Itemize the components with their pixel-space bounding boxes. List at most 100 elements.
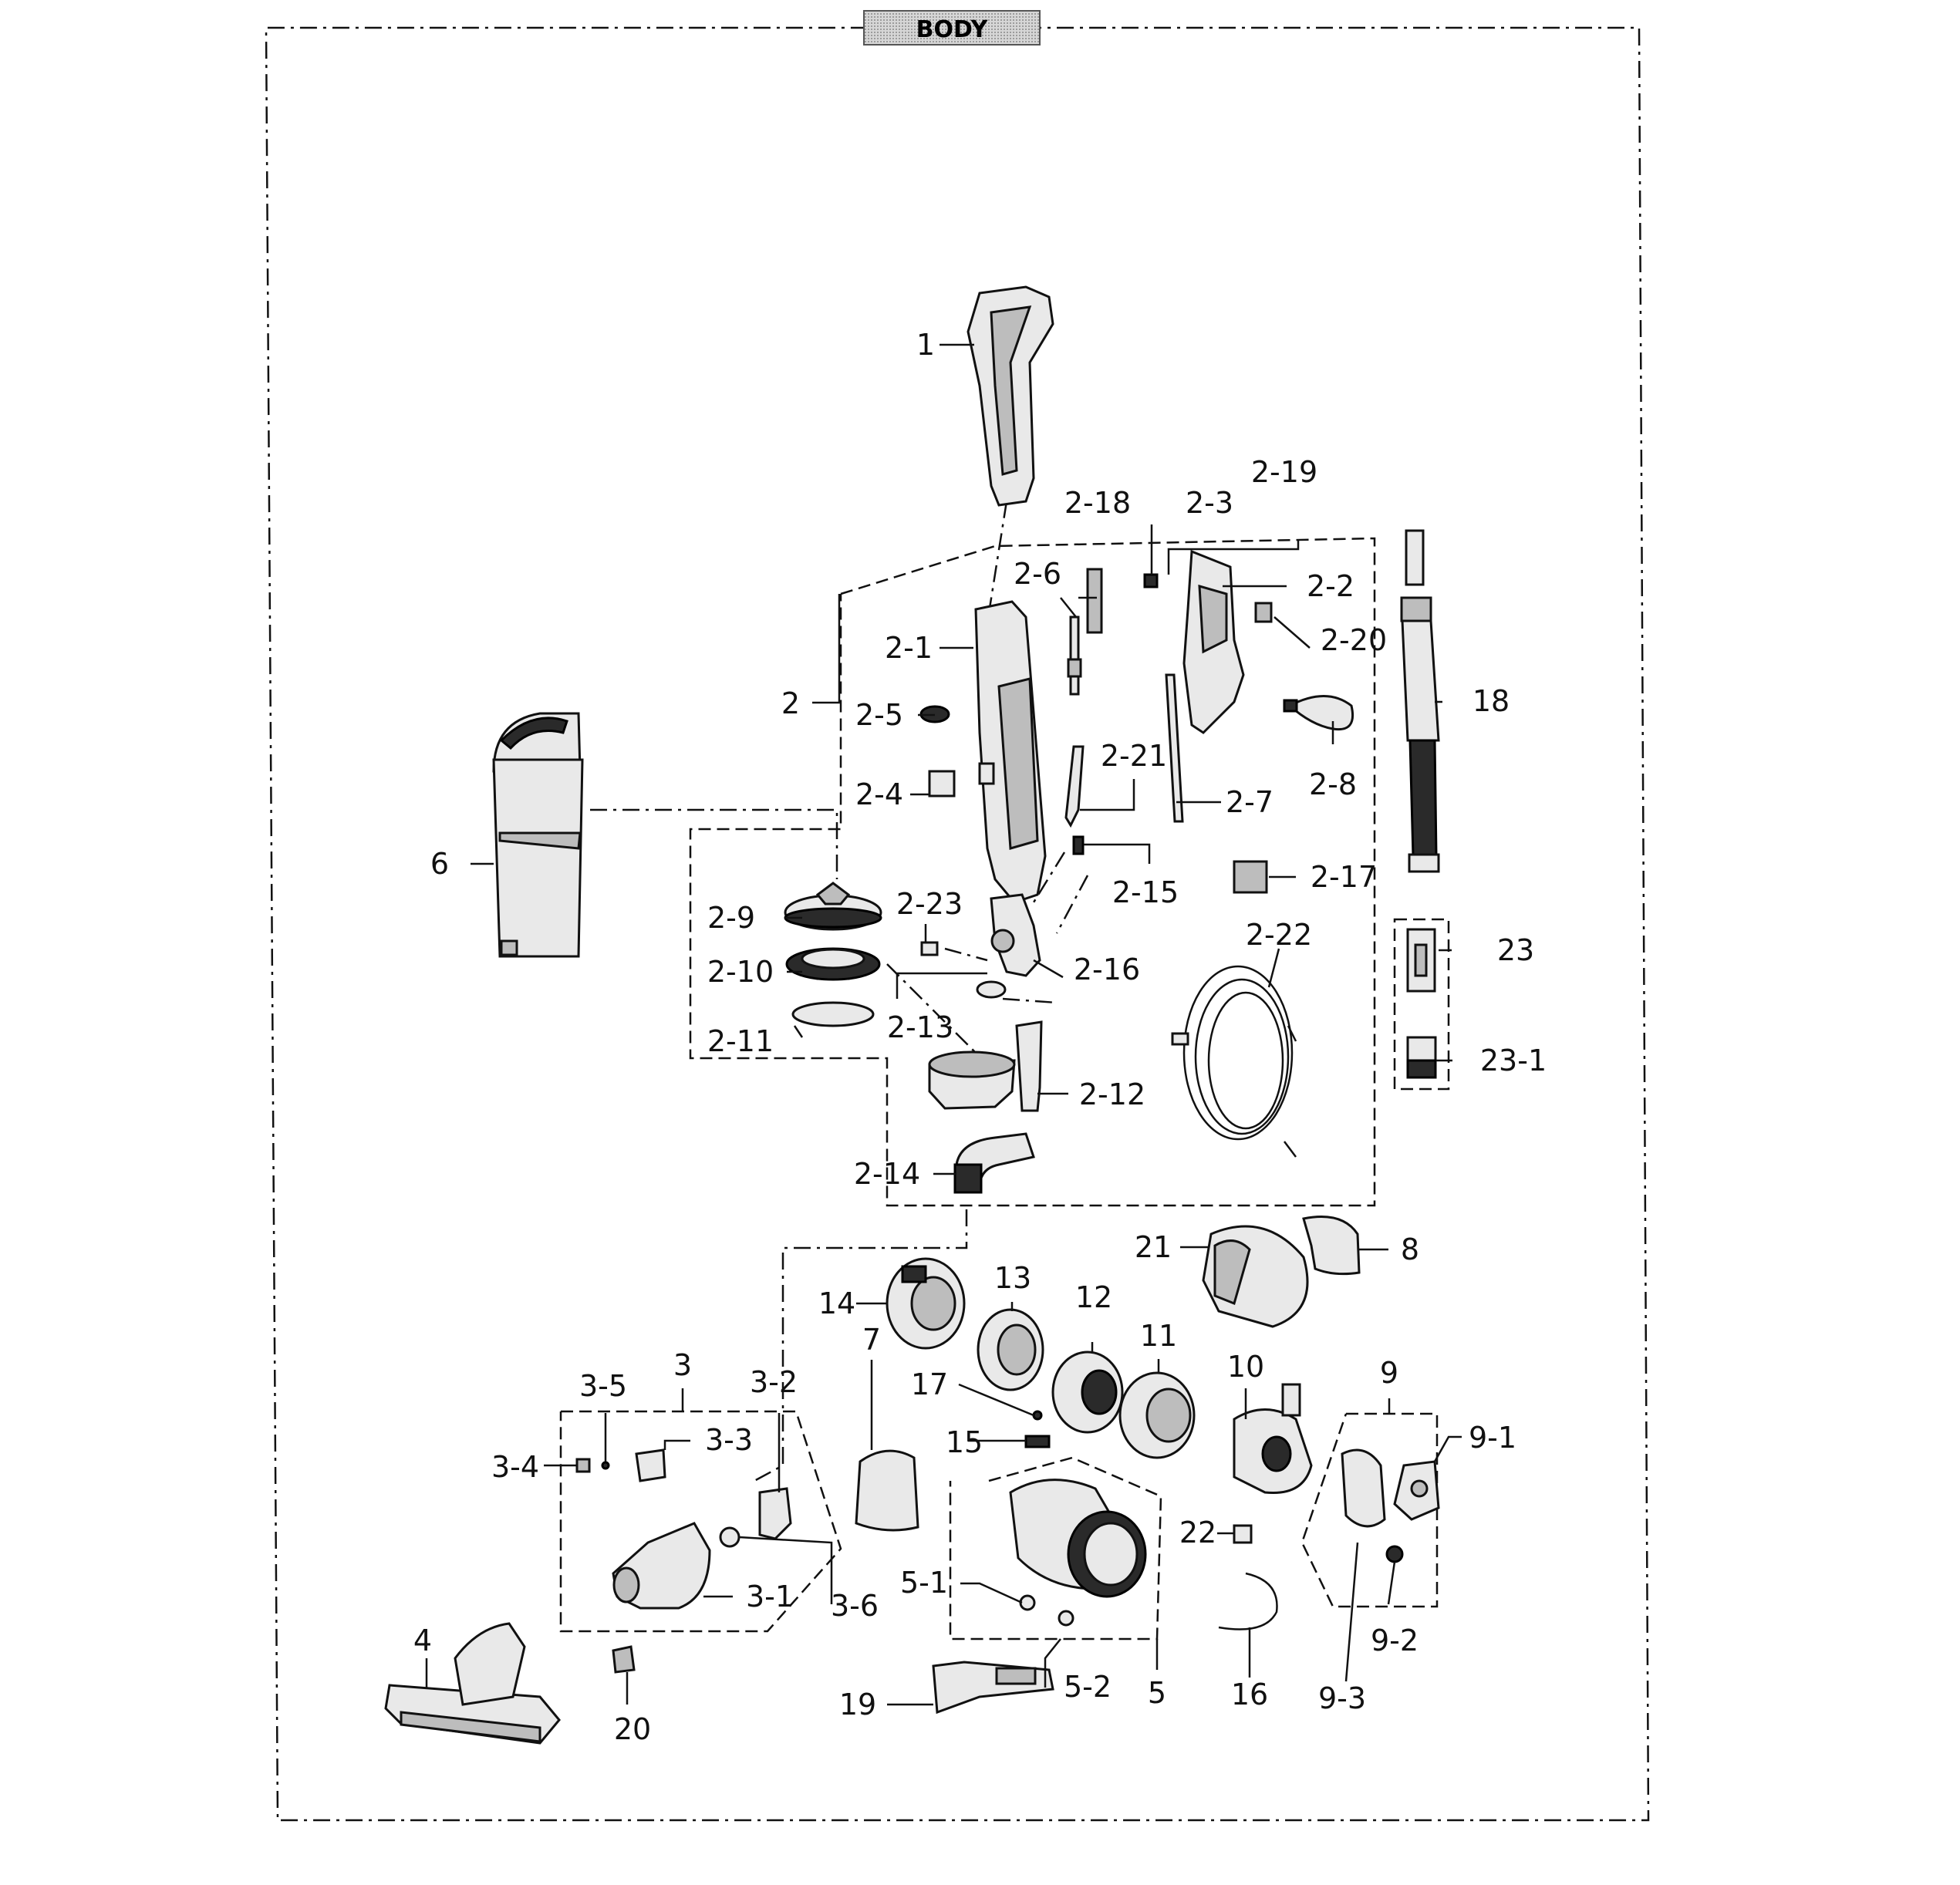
label-18: 18 (1473, 684, 1510, 718)
part-2-9-filter-cap[interactable] (784, 882, 882, 931)
part-3-6-ring[interactable] (719, 1526, 740, 1548)
label-2-4: 2-4 (855, 777, 903, 811)
part-3-2-elbow[interactable] (758, 1487, 792, 1540)
part-3-4[interactable] (575, 1458, 591, 1473)
part-2-23[interactable] (920, 941, 939, 956)
label-14: 14 (818, 1286, 855, 1320)
part-9-2[interactable] (1385, 1545, 1404, 1563)
label-5: 5 (1148, 1676, 1166, 1710)
label-5-1: 5-1 (900, 1566, 948, 1600)
label-2-6: 2-6 (1014, 557, 1061, 591)
label-3-4: 3-4 (491, 1450, 539, 1484)
part-2-1-main-body[interactable] (974, 600, 1047, 904)
group-box-3 (559, 1410, 842, 1633)
part-1-handle[interactable] (967, 285, 1054, 507)
part-8-cover[interactable] (1302, 1216, 1361, 1276)
label-9-2: 9-2 (1371, 1624, 1419, 1657)
label-2-16: 2-16 (1074, 953, 1140, 986)
label-2-3: 2-3 (1186, 486, 1233, 520)
part-2-21[interactable] (1064, 745, 1085, 828)
label-2-19: 2-19 (1251, 455, 1317, 489)
label-2-22: 2-22 (1246, 918, 1312, 952)
part-2-3[interactable] (1143, 573, 1159, 588)
label-8: 8 (1401, 1232, 1419, 1266)
part-2-12-dust-bin[interactable] (928, 1020, 1043, 1112)
part-9-1-switch[interactable] (1393, 1460, 1440, 1521)
label-2-9: 2-9 (707, 901, 755, 935)
label-2-7: 2-7 (1226, 785, 1273, 819)
part-6-dust-cup[interactable] (492, 712, 584, 958)
part-2-16-neck[interactable] (990, 893, 1041, 977)
label-2-15: 2-15 (1112, 875, 1179, 909)
part-2-20[interactable] (1254, 602, 1273, 623)
label-16: 16 (1231, 1678, 1268, 1711)
label-3-3: 3-3 (705, 1423, 753, 1457)
part-15-spring[interactable] (1024, 1435, 1051, 1448)
part-2-4[interactable] (928, 770, 956, 798)
part-5-2[interactable] (1058, 1610, 1074, 1627)
part-2-15[interactable] (1072, 835, 1085, 855)
part-22[interactable] (1233, 1524, 1253, 1544)
label-3-2: 3-2 (750, 1365, 798, 1399)
label-2-1: 2-1 (885, 631, 933, 665)
label-21: 21 (1135, 1230, 1172, 1264)
part-4-floor-nozzle[interactable] (384, 1622, 561, 1745)
part-5-cyclone[interactable] (1009, 1479, 1147, 1598)
part-23-tool[interactable] (1406, 928, 1436, 993)
part-3-3[interactable] (635, 1448, 666, 1482)
group-box-5 (949, 1456, 1162, 1641)
part-12-motor-cap[interactable] (1051, 1351, 1124, 1434)
part-19-pedal[interactable] (932, 1661, 1054, 1715)
label-9-1: 9-1 (1469, 1421, 1516, 1455)
part-7-cover[interactable] (855, 1449, 919, 1532)
part-2-10-filter[interactable] (785, 947, 881, 981)
label-2-21: 2-21 (1101, 739, 1167, 773)
label-12: 12 (1075, 1280, 1112, 1314)
label-10: 10 (1227, 1350, 1264, 1384)
part-2-11-ring[interactable] (791, 1001, 875, 1027)
part-2-8-cable-clip[interactable] (1283, 695, 1354, 731)
part-23-1-brush[interactable] (1406, 1036, 1437, 1079)
part-20-latch[interactable] (612, 1645, 636, 1674)
part-2-13[interactable] (976, 980, 1007, 999)
label-2-13: 2-13 (887, 1010, 953, 1044)
label-2-2: 2-2 (1307, 569, 1354, 603)
part-14-motor-housing[interactable] (886, 1257, 966, 1350)
part-2-18[interactable] (1086, 568, 1103, 634)
part-18-hose-wand[interactable] (1400, 529, 1440, 873)
label-2-10: 2-10 (707, 955, 774, 989)
label-9-3: 9-3 (1318, 1681, 1366, 1715)
label-23: 23 (1497, 933, 1534, 967)
part-10-motor-frame[interactable] (1233, 1383, 1313, 1495)
part-2-2-switch-housing[interactable] (1182, 549, 1245, 734)
part-2-6[interactable] (1067, 615, 1082, 696)
part-2-17[interactable] (1233, 860, 1268, 894)
label-3-1: 3-1 (746, 1580, 794, 1614)
part-5-1[interactable] (1019, 1594, 1036, 1611)
label-1: 1 (916, 328, 935, 362)
part-21-motor-cover[interactable] (1202, 1225, 1309, 1328)
group-box-9 (1300, 1412, 1439, 1608)
leader-lines (425, 343, 1462, 1706)
part-13-ring[interactable] (977, 1308, 1044, 1391)
part-labels: 1 2 2-1 2-2 2-3 2-4 2-5 2-6 2-7 2-8 2-9 … (413, 328, 1547, 1746)
part-2-14-hose-elbow[interactable] (953, 1132, 1035, 1194)
label-2-23: 2-23 (896, 887, 963, 921)
label-3-5: 3-5 (579, 1369, 627, 1403)
part-11-motor[interactable] (1118, 1371, 1196, 1459)
label-4: 4 (413, 1624, 432, 1657)
part-3-1-housing[interactable] (612, 1522, 711, 1610)
part-3-5[interactable] (601, 1461, 610, 1470)
part-2-7-rod[interactable] (1165, 673, 1184, 823)
label-3: 3 (673, 1348, 692, 1382)
label-2: 2 (781, 686, 800, 720)
part-9-3-gasket[interactable] (1341, 1448, 1386, 1528)
group-box-2 (689, 537, 1376, 1207)
part-16-cable[interactable] (1218, 1572, 1278, 1630)
label-5-2: 5-2 (1064, 1670, 1112, 1704)
part-17[interactable] (1032, 1410, 1043, 1421)
label-3-6: 3-6 (831, 1589, 879, 1623)
part-2-22-power-cord[interactable] (1171, 965, 1297, 1158)
label-2-20: 2-20 (1321, 623, 1387, 657)
